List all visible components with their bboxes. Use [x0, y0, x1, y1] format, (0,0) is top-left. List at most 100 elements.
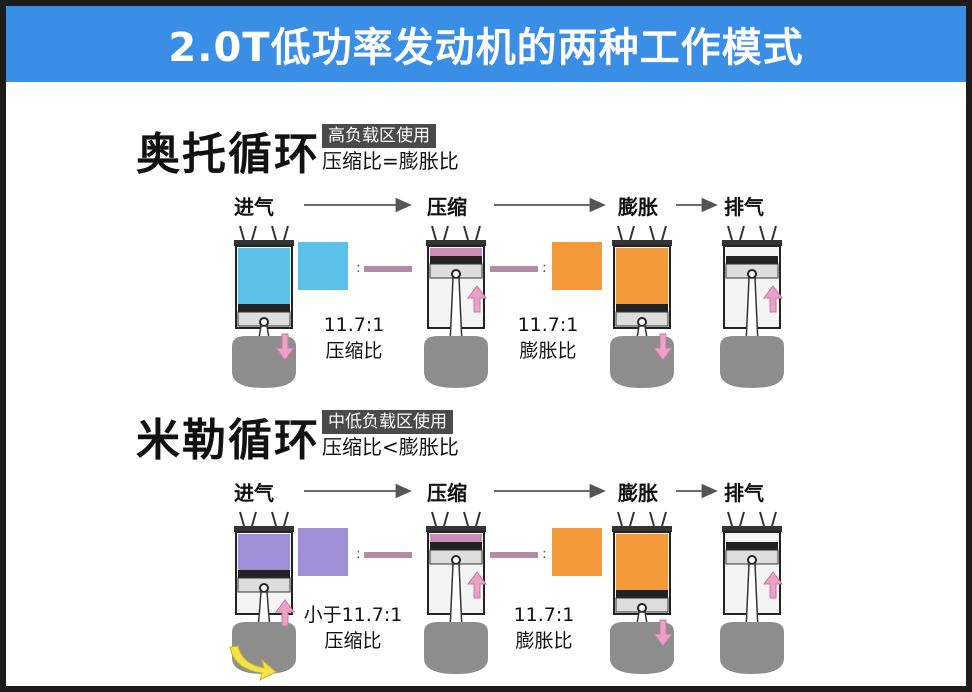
valve-spring-icon	[617, 511, 635, 527]
miller-compression-value: 小于11.7:1	[303, 604, 403, 626]
piston-arrow-icon	[653, 333, 673, 361]
miller-expansion-bar	[490, 552, 538, 558]
connecting-rod	[449, 277, 463, 345]
piston-crown	[616, 304, 668, 312]
miller-exhaust-cylinder	[720, 511, 784, 674]
colon-mark: :	[542, 546, 547, 562]
piston-pin	[259, 583, 269, 593]
otto-cycle-title: 奥托循环	[136, 129, 320, 180]
connecting-rod	[745, 277, 759, 345]
gas-charge	[616, 534, 668, 590]
piston-arrow-icon	[467, 285, 487, 313]
otto-stage-intake: 进气	[234, 195, 274, 219]
miller-stage-exhaust: 排气	[724, 481, 764, 505]
valve-spring-icon	[727, 511, 745, 527]
otto-compression-bar	[364, 266, 412, 272]
rotation-arrow-icon	[229, 645, 277, 681]
piston-pin	[747, 269, 757, 279]
cylinder-head	[234, 240, 294, 246]
piston-crown	[726, 542, 778, 550]
title-banner: 2.0T低功率发动机的两种工作模式	[6, 6, 966, 82]
miller-compression-bar	[364, 552, 412, 558]
otto-ratio-rule: 压缩比=膨胀比	[322, 149, 459, 173]
valve-spring-icon	[463, 225, 481, 241]
otto-usage-tag: 高负载区使用	[322, 124, 436, 148]
cylinder-head	[234, 526, 294, 532]
miller-ratio-rule: 压缩比<膨胀比	[322, 435, 459, 459]
miller-expansion-cylinder	[610, 511, 674, 674]
piston-arrow-icon	[275, 333, 295, 361]
colon-mark: :	[356, 260, 361, 276]
miller-stage-compression: 压缩	[427, 481, 467, 505]
miller-expansion-ratio: 11.7:1 膨胀比	[496, 602, 592, 654]
otto-compression-cylinder	[424, 225, 488, 388]
piston-crown	[616, 590, 668, 598]
valve-spring-icon	[727, 225, 745, 241]
miller-stage-expansion: 膨胀	[618, 481, 658, 505]
miller-compression-label: 压缩比	[324, 630, 382, 652]
miller-intake-charge-block	[298, 528, 348, 576]
valve-spring-icon	[431, 511, 449, 527]
gas-charge	[238, 534, 290, 570]
otto-expansion-ratio: 11.7:1 膨胀比	[500, 312, 596, 364]
piston-pin	[451, 269, 461, 279]
otto-compression-value: 11.7:1	[323, 314, 385, 336]
colon-mark: :	[356, 546, 361, 562]
otto-expansion-value: 11.7:1	[517, 314, 579, 336]
cylinder-head	[426, 526, 486, 532]
engine-diagram-graphics: ::::	[229, 197, 784, 681]
valve-spring-icon	[239, 511, 257, 527]
piston-pin	[637, 317, 647, 327]
otto-expansion-charge-block	[552, 242, 602, 290]
valve-spring-icon	[617, 225, 635, 241]
piston-pin	[747, 555, 757, 565]
miller-expansion-value: 11.7:1	[513, 604, 575, 626]
miller-compression-ratio: 小于11.7:1 压缩比	[294, 602, 412, 654]
connecting-rod	[449, 563, 463, 631]
miller-usage-tag: 中低负载区使用	[322, 410, 453, 434]
piston-arrow-icon	[763, 285, 783, 313]
valve-spring-icon	[431, 225, 449, 241]
page-title: 2.0T低功率发动机的两种工作模式	[168, 25, 804, 71]
piston-arrow-icon	[653, 619, 673, 647]
valve-spring-icon	[759, 225, 777, 241]
gas-charge	[430, 534, 482, 542]
miller-expansion-charge-block	[552, 528, 602, 576]
crankcase	[232, 622, 296, 674]
otto-expansion-cylinder	[610, 225, 674, 388]
piston-pin	[637, 603, 647, 613]
valve-spring-icon	[239, 225, 257, 241]
cylinder-head	[426, 240, 486, 246]
otto-expansion-bar	[490, 266, 538, 272]
colon-mark: :	[542, 260, 547, 276]
valve-spring-icon	[463, 511, 481, 527]
valve-spring-icon	[271, 511, 289, 527]
crankcase	[424, 336, 488, 388]
gas-charge	[238, 248, 290, 304]
otto-exhaust-cylinder	[720, 225, 784, 388]
valve-spring-icon	[759, 511, 777, 527]
miller-expansion-label: 膨胀比	[515, 630, 573, 652]
piston-pin	[259, 317, 269, 327]
miller-cycle-title: 米勒循环	[136, 415, 320, 466]
otto-compression-label: 压缩比	[325, 340, 383, 362]
crankcase	[720, 622, 784, 674]
cylinder-head	[612, 240, 672, 246]
piston-arrow-icon	[275, 599, 295, 627]
cylinder-head	[612, 526, 672, 532]
valve-spring-icon	[271, 225, 289, 241]
connecting-rod	[745, 563, 759, 631]
piston-pin	[451, 555, 461, 565]
diagram-frame: 2.0T低功率发动机的两种工作模式 奥托循环 高负载区使用 压缩比=膨胀比 进气…	[6, 6, 966, 686]
otto-intake-cylinder	[232, 225, 296, 388]
valve-spring-icon	[649, 225, 667, 241]
otto-stage-exhaust: 排气	[724, 195, 764, 219]
otto-compression-ratio: 11.7:1 压缩比	[306, 312, 402, 364]
otto-stage-compression: 压缩	[427, 195, 467, 219]
otto-stage-expansion: 膨胀	[618, 195, 658, 219]
miller-compression-cylinder	[424, 511, 488, 674]
piston-crown	[238, 304, 290, 312]
piston-crown	[726, 256, 778, 264]
cylinder-head	[722, 526, 782, 532]
piston-arrow-icon	[467, 571, 487, 599]
